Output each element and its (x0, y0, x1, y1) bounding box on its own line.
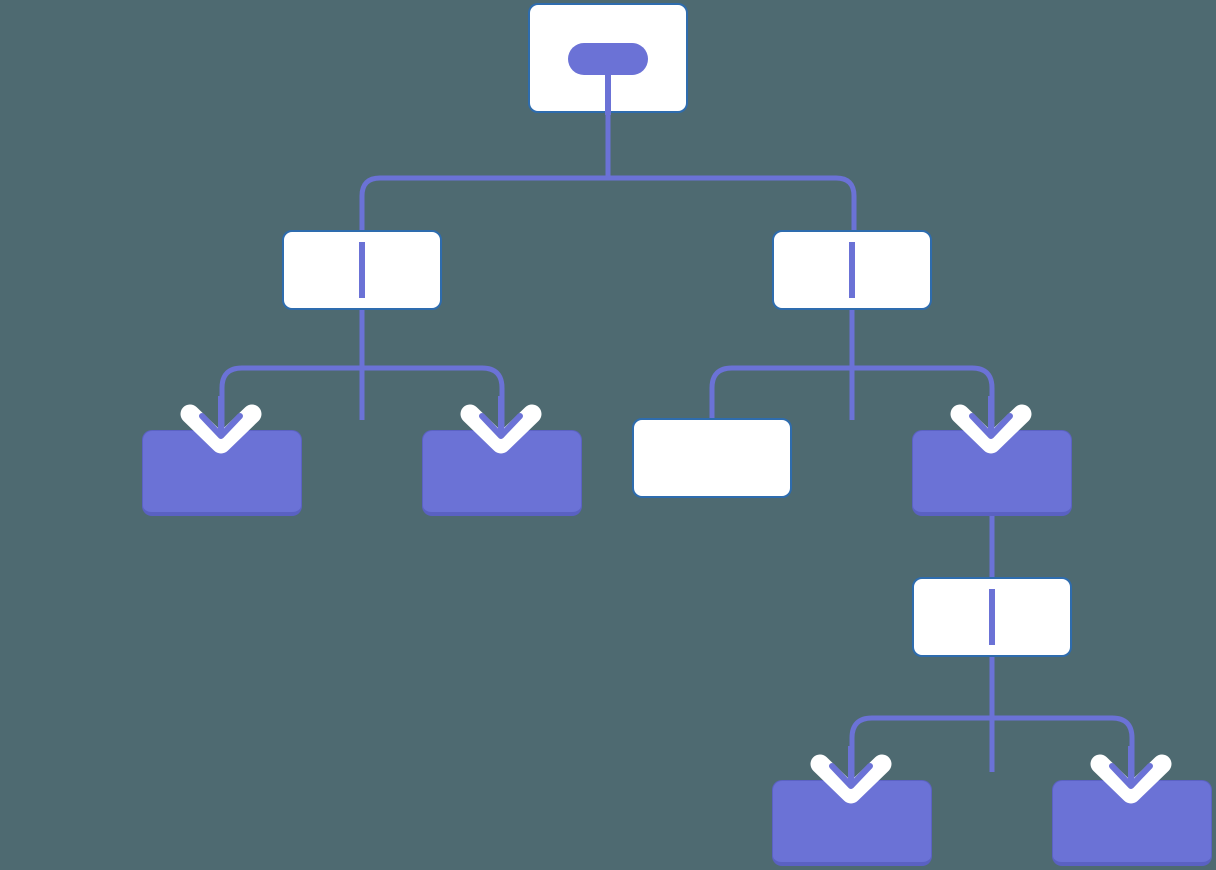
level3-node-d[interactable] (912, 430, 1072, 516)
level2-left-line-through (359, 242, 365, 298)
level5-left-node[interactable] (772, 780, 932, 866)
level5-right-node[interactable] (1052, 780, 1212, 866)
level2-right-line-through (849, 242, 855, 298)
level3-node-c[interactable] (632, 418, 792, 498)
level3-node-a[interactable] (142, 430, 302, 516)
level3-node-b[interactable] (422, 430, 582, 516)
level4-line-through (989, 589, 995, 645)
root-stem-segment (605, 58, 611, 115)
